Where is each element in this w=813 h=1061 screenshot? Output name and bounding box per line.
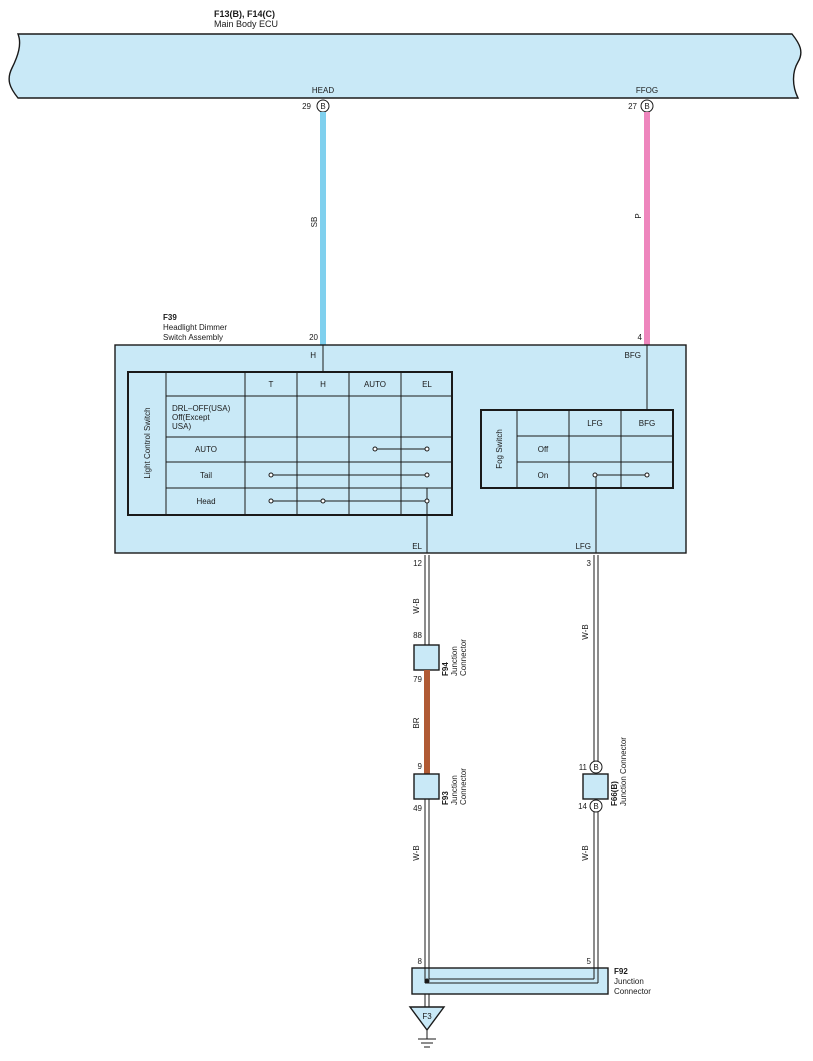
ecu-pin-head-conn: B (320, 102, 325, 111)
dimmer-name-line1: Headlight Dimmer (163, 323, 227, 332)
light-switch-col-h: H (320, 380, 326, 389)
f94-connector (413, 644, 440, 671)
dimmer-pin-h-label: H (310, 351, 316, 360)
ecu-pin-ffog-label: FFOG (636, 86, 658, 95)
wire-el-lower-color-code: W-B (412, 845, 421, 860)
f93-connector (413, 773, 440, 800)
fog-switch-col-bfg: BFG (639, 419, 655, 428)
fog-switch-title: Fog Switch (495, 429, 504, 469)
wire-ffog-color-code: P (634, 213, 643, 218)
dimmer-pin-bfg-label: BFG (625, 351, 641, 360)
light-switch-col-el: EL (422, 380, 432, 389)
dimmer-pin-el-label: EL (412, 542, 422, 551)
light-switch-row-drl-line2: Off(Except (172, 413, 210, 422)
fog-switch-col-lfg: LFG (587, 419, 603, 428)
wire-lfg-upper (593, 555, 599, 761)
f94-name-line1: Junction (450, 646, 459, 676)
ground-point-id: F3 (422, 1012, 432, 1021)
fog-switch-continuity-on (592, 472, 650, 478)
fog-switch-row-on: On (538, 471, 549, 480)
f93-pin-top: 9 (418, 762, 423, 771)
f94-name-line2: Connector (459, 639, 468, 676)
f66-pin-top: 11 (579, 763, 588, 772)
wire-el-lower (424, 799, 430, 981)
ecu-pin-ffog-number: 27 (628, 102, 637, 111)
f92-internal-bus (424, 968, 599, 984)
dimmer-name-line2: Switch Assembly (163, 333, 223, 342)
f66-connector (582, 773, 609, 800)
ground-lead (424, 994, 430, 1007)
light-switch-col-auto: AUTO (364, 380, 386, 389)
wire-el-upper-color-code: W-B (412, 598, 421, 613)
light-control-switch-table (127, 371, 453, 516)
f94-id: F94 (441, 662, 450, 676)
f92-pin-right: 5 (587, 957, 592, 966)
dimmer-pin-bfg-number: 4 (638, 333, 643, 342)
f93-pin-bottom: 49 (413, 804, 422, 813)
dimmer-pin-lfg-number: 3 (587, 559, 592, 568)
fog-switch-table (480, 409, 674, 489)
f92-name-line2: Connector (614, 987, 651, 996)
ecu-connectors: F13(B), F14(C) (214, 9, 275, 19)
light-switch-continuity-head (268, 498, 430, 504)
ecu-body (8, 33, 802, 99)
wire-br-color-code: BR (412, 717, 421, 728)
f66-name: Junction Connector (619, 737, 628, 806)
ecu-pin-head-label: HEAD (312, 86, 334, 95)
f93-id: F93 (441, 791, 450, 805)
dimmer-pin-h-number: 20 (309, 333, 318, 342)
f66-pin-bottom: 14 (578, 802, 587, 811)
f92-pin-left: 8 (418, 957, 423, 966)
f66-id: F66(B) (610, 781, 619, 806)
dimmer-pin-lfg-label: LFG (575, 542, 591, 551)
f92-connector (411, 967, 609, 995)
light-switch-row-drl-line3: USA) (172, 422, 191, 431)
dimmer-id: F39 (163, 313, 177, 322)
dimmer-pin-el-number: 12 (413, 559, 422, 568)
f66-pin-bottom-terminal (589, 799, 603, 813)
light-switch-row-tail: Tail (200, 471, 212, 480)
f93-name-line1: Junction (450, 775, 459, 805)
light-switch-row-head: Head (196, 497, 215, 506)
f92-id: F92 (614, 967, 628, 976)
fog-switch-row-off: Off (538, 445, 549, 454)
f66-pin-top-terminal (589, 760, 603, 774)
wire-lfg-lower-color-code: W-B (581, 845, 590, 860)
wire-head-color-code: SB (310, 217, 319, 228)
f92-name-line1: Junction (614, 977, 644, 986)
light-switch-continuity-auto (372, 446, 430, 452)
f66-pin-bottom-conn: B (593, 802, 598, 811)
wire-el-upper (424, 555, 430, 645)
ground-point-triangle (408, 1006, 446, 1032)
ecu-name: Main Body ECU (214, 19, 278, 29)
ground-icon (418, 1030, 436, 1048)
ecu-pin-ffog-conn: B (644, 102, 649, 111)
ecu-pin-head-number: 29 (302, 102, 311, 111)
light-switch-row-drl-line1: DRL–OFF(USA) (172, 404, 231, 413)
wire-lfg-upper-color-code: W-B (581, 624, 590, 639)
wire-lfg-lower (593, 812, 599, 981)
light-switch-col-t: T (269, 380, 274, 389)
light-switch-row-auto: AUTO (195, 445, 217, 454)
f93-name-line2: Connector (459, 768, 468, 805)
light-switch-title: Light Control Switch (143, 407, 152, 478)
f66-pin-top-conn: B (593, 763, 598, 772)
light-switch-continuity-tail (268, 472, 430, 478)
f94-pin-bottom: 79 (413, 675, 422, 684)
f94-pin-top: 88 (413, 631, 422, 640)
